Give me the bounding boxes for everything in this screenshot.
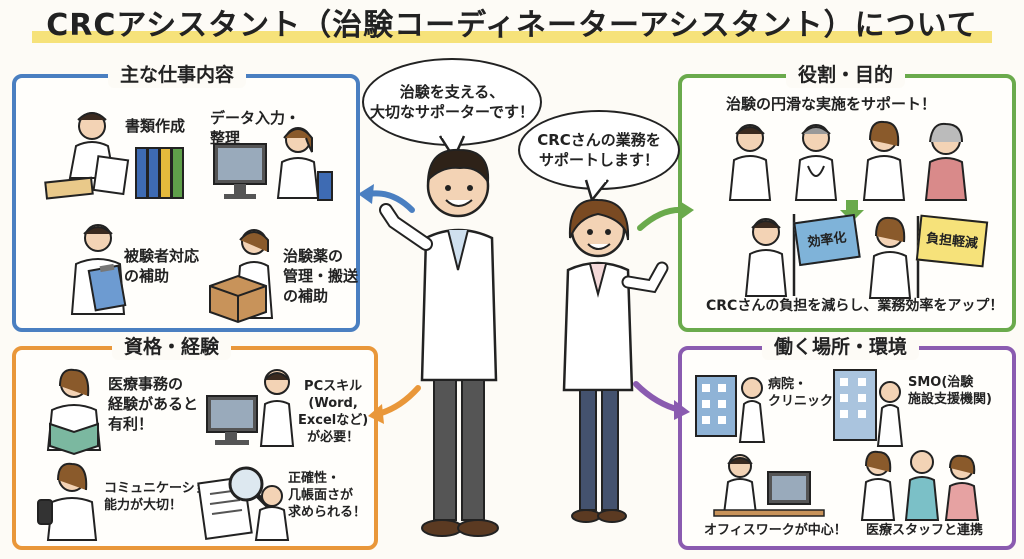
duties-panel-title: 主な仕事内容 [108, 62, 247, 88]
workplace-label-smo: SMO(治験 施設支援機関) [908, 375, 992, 407]
male-speech-text: 治験を支える、 大切なサポーターです！ [369, 83, 535, 121]
page-title: CRCアシスタント（治験コーディネーターアシスタント）について [32, 6, 992, 46]
phone-icon [37, 462, 98, 541]
team-icon [860, 450, 980, 521]
staff-group-icon [728, 120, 968, 201]
female-assistant-figure [562, 198, 669, 523]
qualification-label-pc-skills: PCスキル (Word, Excelなど) が必要！ [298, 379, 369, 445]
burden-person-icon [868, 216, 920, 299]
qualification-label-accuracy: 正確性・ 几帳面さが 求められる！ [288, 471, 367, 520]
efficiency-flag: 効率化 [793, 213, 861, 267]
arrow-to-workplace-icon [633, 381, 690, 420]
arrow-to-role-icon [637, 200, 694, 231]
computer-icon [213, 127, 333, 201]
duty-label-subject-support: 被験者対応 の補助 [124, 247, 200, 285]
arrow-to-duties-icon [358, 184, 415, 213]
female-speech-text: CRCさんの業務を サポートします！ [537, 131, 661, 169]
qualification-label-medical-office: 医療事務の 経験があると 有利！ [108, 375, 199, 433]
workplace-label-hospital: 病院・ クリニック [768, 377, 834, 409]
qualifications-panel-title: 資格・経験 [112, 334, 232, 360]
book-icon [46, 368, 102, 456]
duty-label-drug-handling: 治験薬の 管理・搬送 の補助 [283, 247, 359, 305]
workplace-label-office: オフィスワークが中心！ [704, 523, 847, 538]
office-building-icon [833, 369, 904, 447]
efficiency-person-icon [744, 214, 796, 297]
workplace-label-team: 医療スタッフと連携 [866, 523, 984, 538]
role-panel-title: 役割・目的 [786, 62, 906, 88]
desk-icon [713, 454, 825, 517]
burden-flag: 負担軽減 [915, 214, 989, 268]
hospital-icon [695, 375, 766, 443]
package-icon [209, 229, 274, 324]
burden-flag-label: 負担軽減 [925, 230, 979, 252]
pc-icon [206, 369, 295, 447]
magnifier-icon [197, 466, 290, 541]
male-speech-bubble: 治験を支える、 大切なサポーターです！ [362, 58, 542, 146]
workplace-panel-title: 働く場所・環境 [762, 334, 920, 360]
male-assistant-figure [379, 148, 499, 537]
efficiency-flag-label: 効率化 [806, 229, 848, 251]
qualification-label-communication: コミュニケーション 能力が大切！ [104, 481, 221, 513]
role-subtitle: 治験の円滑な実施をサポート！ [726, 95, 937, 113]
clipboard-icon [70, 224, 127, 315]
duty-label-documents: 書類作成 [125, 117, 186, 135]
arrow-down-icon [840, 200, 864, 222]
title-banner: CRCアシスタント（治験コーディネーターアシスタント）について [0, 6, 1024, 46]
role-footer: CRCさんの負担を減らし、業務効率をアップ！ [706, 298, 1004, 314]
duty-label-data-entry: データ入力・ 整理 [210, 109, 301, 147]
document-binders-icon [44, 112, 184, 200]
arrow-to-qualifications-icon [368, 385, 421, 424]
